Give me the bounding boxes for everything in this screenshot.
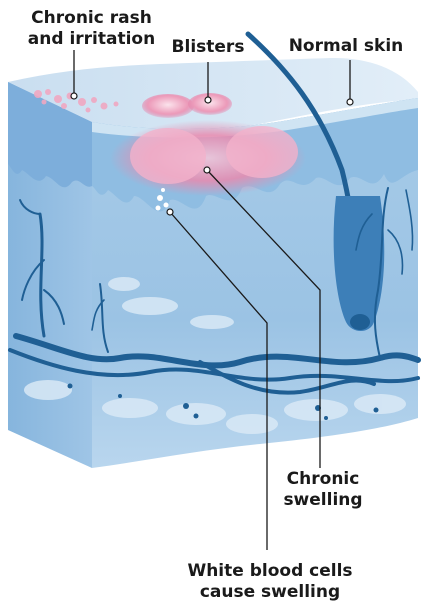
label-blisters-text: Blisters xyxy=(168,37,248,58)
label-chronic-swelling-line2: swelling xyxy=(268,490,378,511)
label-chronic-rash-line2: and irritation xyxy=(14,29,169,50)
label-normal-skin-text: Normal skin xyxy=(284,36,408,57)
label-white-blood-cells: White blood cells cause swelling xyxy=(170,561,370,603)
blister xyxy=(142,94,194,118)
label-normal-skin: Normal skin xyxy=(284,36,408,57)
label-chronic-rash-line1: Chronic rash xyxy=(14,8,169,29)
label-chronic-swelling: Chronic swelling xyxy=(268,469,378,511)
label-chronic-swelling-line1: Chronic xyxy=(268,469,378,490)
label-white-blood-cells-line2: cause swelling xyxy=(170,582,370,603)
label-white-blood-cells-line1: White blood cells xyxy=(170,561,370,582)
label-chronic-rash: Chronic rash and irritation xyxy=(14,8,169,50)
blister xyxy=(188,93,232,115)
label-blisters: Blisters xyxy=(168,37,248,58)
